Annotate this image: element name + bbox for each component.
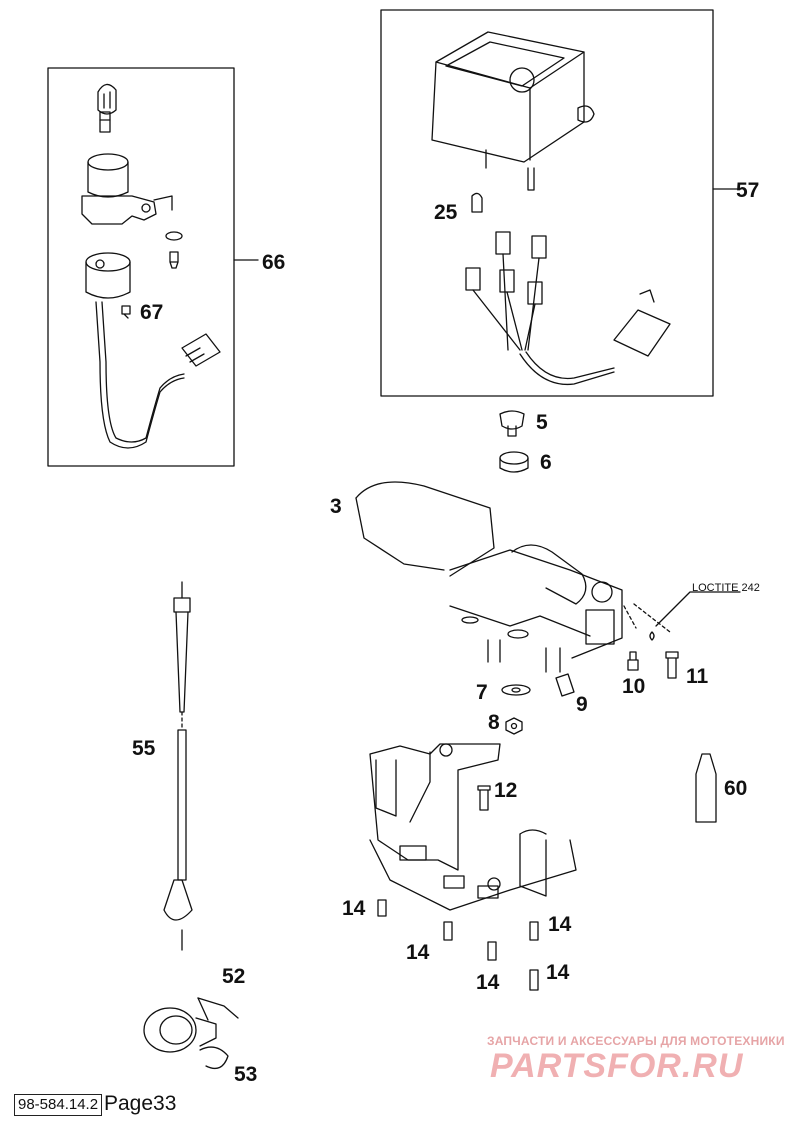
speedometer-cable <box>163 581 193 951</box>
callout-14-d: 14 <box>546 961 570 984</box>
callout-11: 11 <box>686 665 709 688</box>
speedometer-drive <box>143 1007 229 1070</box>
callout-14-e: 14 <box>476 971 500 994</box>
callout-53: 53 <box>234 1063 258 1086</box>
group-box-66 <box>47 67 235 467</box>
callout-3: 3 <box>330 495 342 518</box>
group-box-57 <box>380 9 714 397</box>
callout-14-a: 14 <box>342 897 366 920</box>
bulb-sockets <box>465 231 671 386</box>
ignition-key <box>97 83 117 133</box>
callout-14-b: 14 <box>548 913 572 936</box>
callout-12: 12 <box>494 779 518 802</box>
callout-8: 8 <box>488 711 500 734</box>
ignition-switch <box>85 252 221 449</box>
watermark-tagline: ЗАПЧАСТИ И АКСЕССУАРЫ ДЛЯ МОТОТЕХНИКИ <box>487 1034 785 1048</box>
callout-5: 5 <box>536 411 548 434</box>
callout-66: 66 <box>262 251 286 274</box>
callout-67: 67 <box>140 301 164 324</box>
callout-10: 10 <box>622 675 646 698</box>
callout-60: 60 <box>724 777 748 800</box>
mounting-plate <box>369 743 577 911</box>
watermark-logo: PARTSFOR.RU <box>490 1047 744 1085</box>
callout-6: 6 <box>540 451 552 474</box>
speedometer-unit <box>431 31 595 191</box>
callout-14-c: 14 <box>406 941 430 964</box>
loctite-note: LOCTITE 242 <box>692 582 760 594</box>
callout-7: 7 <box>476 681 488 704</box>
callout-9: 9 <box>576 693 588 716</box>
callout-55: 55 <box>132 737 156 760</box>
callout-25: 25 <box>434 201 458 224</box>
callout-52: 52 <box>222 965 246 988</box>
callout-57: 57 <box>736 179 760 202</box>
page-number: Page33 <box>104 1092 177 1115</box>
diagram-code: 98-584.14.2 <box>14 1094 103 1116</box>
ignition-lock-housing <box>81 153 173 225</box>
instrument-bracket <box>355 481 623 673</box>
